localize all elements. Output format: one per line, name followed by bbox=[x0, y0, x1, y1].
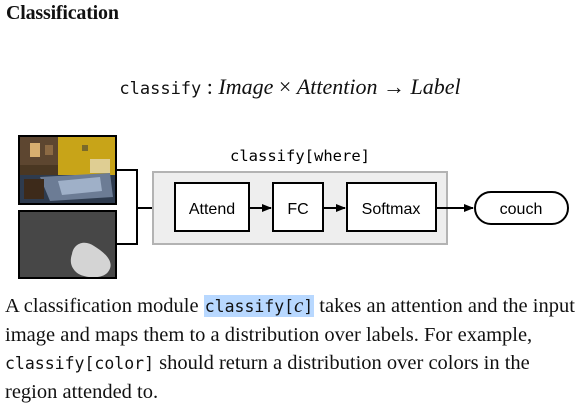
module-label: classify[where] bbox=[230, 147, 370, 165]
section-heading: Classification bbox=[6, 2, 119, 24]
attention-blob-icon bbox=[20, 212, 115, 277]
attend-box bbox=[174, 182, 250, 232]
signature-arg-attention: Attention bbox=[296, 74, 378, 99]
signature-times: × bbox=[278, 74, 292, 99]
signature-return-label: Label bbox=[410, 74, 461, 99]
signature-function: classify bbox=[119, 79, 202, 99]
output-pill bbox=[474, 191, 569, 225]
room-photo-icon bbox=[20, 137, 115, 203]
fc-label: FC bbox=[287, 201, 308, 218]
image-connector bbox=[117, 169, 138, 208]
highlighted-code: classify[c] bbox=[203, 295, 315, 317]
attention-connector bbox=[117, 208, 138, 245]
attend-label: Attend bbox=[189, 201, 235, 218]
signature-arrow: → bbox=[382, 74, 405, 99]
signature-colon: : bbox=[206, 74, 213, 99]
caption-text-2: takes an attention and the input image a… bbox=[5, 295, 575, 346]
caption-text-3: should return a distribution over colors… bbox=[5, 352, 530, 403]
caption-code-2: classify[color] bbox=[5, 354, 155, 373]
caption-code-var: c bbox=[294, 295, 304, 317]
caption-paragraph: A classification module classify[c] take… bbox=[5, 292, 577, 406]
signature-arg-image: Image bbox=[218, 74, 274, 99]
caption-text-1: A classification module bbox=[5, 295, 204, 317]
output-label: couch bbox=[500, 201, 543, 218]
softmax-label: Softmax bbox=[362, 201, 421, 218]
input-image-thumbnail bbox=[18, 135, 117, 205]
softmax-box bbox=[346, 182, 437, 232]
fc-box bbox=[272, 182, 324, 232]
classify-module-diagram: classify[where] Attend FC Softmax couch bbox=[117, 147, 569, 245]
caption-code-1: classify[ bbox=[204, 297, 295, 316]
type-signature: classify : Image × Attention → Label bbox=[0, 74, 580, 100]
attention-map-thumbnail bbox=[18, 210, 117, 279]
caption-code-1-end: ] bbox=[303, 297, 314, 316]
